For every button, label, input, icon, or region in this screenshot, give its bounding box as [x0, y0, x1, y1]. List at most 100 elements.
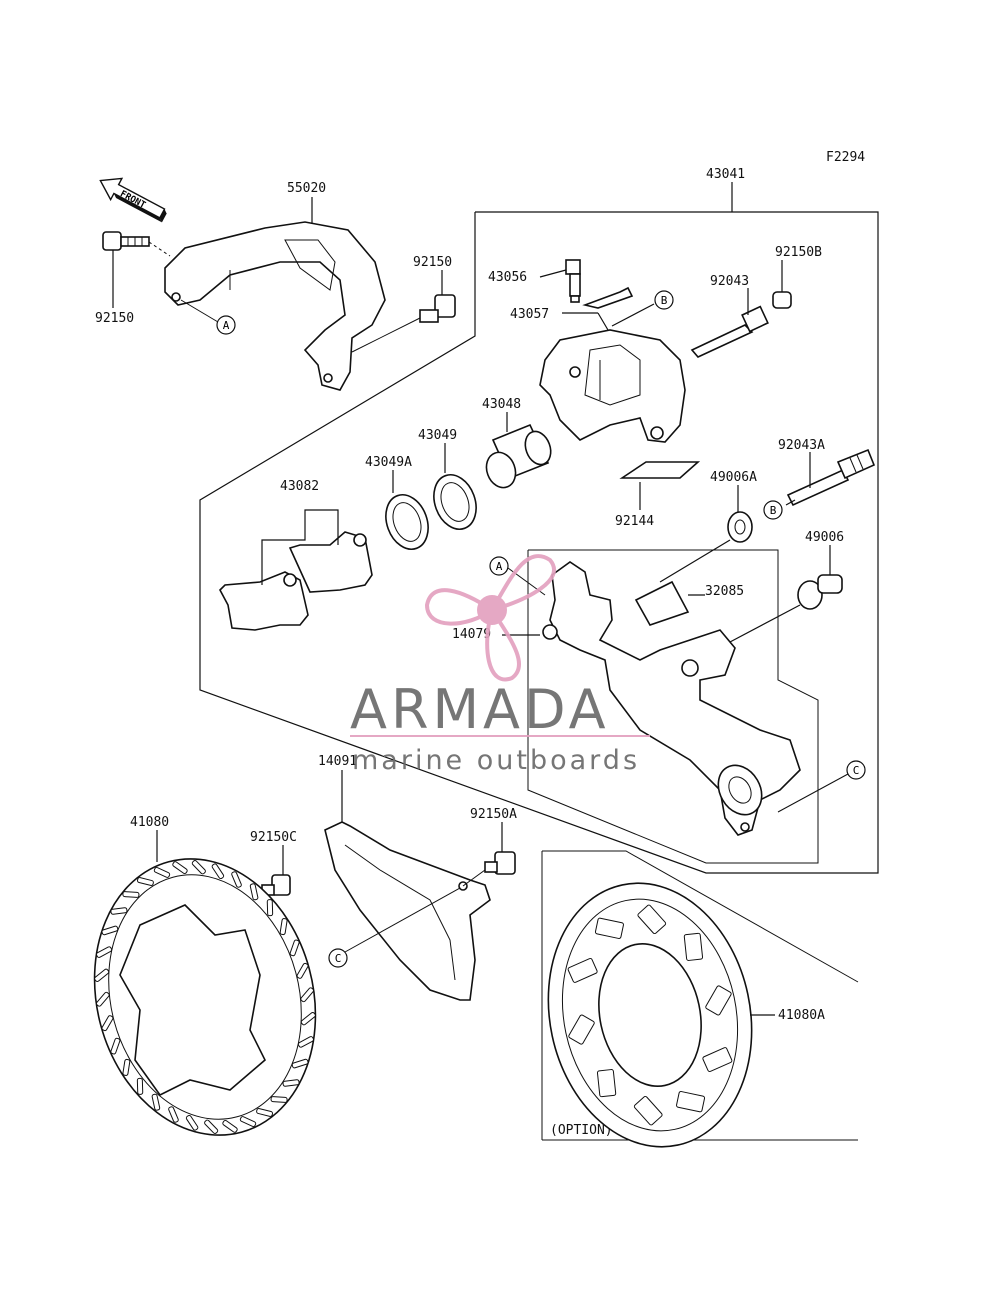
label-92150B: 92150B [775, 245, 822, 260]
guide-49006A [659, 539, 731, 583]
disc-hole [101, 925, 119, 936]
disc-hole [168, 1106, 179, 1123]
disc-hole [101, 1015, 114, 1032]
brake-pads-43082 [219, 531, 373, 631]
label-92144: 92144 [615, 514, 654, 529]
svg-text:A: A [496, 560, 503, 573]
leader-43082 [261, 509, 339, 585]
bolt-92150-mid [419, 294, 456, 323]
clip-43057 [582, 286, 634, 309]
boot-49006 [797, 574, 843, 610]
disc-hole [153, 866, 171, 878]
guide-92150-left [148, 241, 171, 257]
disc-hole [596, 1069, 617, 1098]
disc-hole [568, 1014, 595, 1045]
disc-hole [185, 1115, 199, 1131]
label-92150-mid: 92150 [413, 255, 452, 270]
pin-92043A [786, 448, 876, 507]
callout-b-top: B [654, 290, 674, 310]
disc-hole [282, 1079, 300, 1087]
disc-hole [151, 1093, 161, 1111]
disc-hole [702, 1047, 733, 1073]
label-92150A: 92150A [470, 807, 517, 822]
label-92043A: 92043A [778, 438, 825, 453]
label-41080: 41080 [130, 815, 169, 830]
brake-disc-41080 [93, 858, 317, 1136]
disc-hole [96, 946, 113, 958]
disc-hole [296, 962, 309, 979]
label-92150-left: 92150 [95, 311, 134, 326]
boot-49006A [727, 511, 753, 543]
label-55020: 55020 [287, 181, 326, 196]
spring-92144 [619, 461, 701, 479]
disc-hole [300, 987, 314, 1003]
label-41080A: 41080A [778, 1008, 825, 1023]
disc-hole [637, 904, 667, 935]
callout-c-left: C [328, 887, 461, 968]
svg-text:B: B [770, 504, 777, 517]
disc-hole [191, 860, 206, 875]
option-box-top [542, 850, 859, 983]
watermark-title: ARMADA [350, 678, 610, 741]
assembly-outline [199, 211, 879, 874]
label-32085: 32085 [705, 584, 744, 599]
callout-b-mid: B [763, 500, 783, 520]
disc-hole [122, 1058, 131, 1076]
bolt-92150-left [102, 231, 150, 251]
label-14091: 14091 [318, 754, 357, 769]
front-arrow-icon: FRONT [99, 177, 167, 223]
svg-text:A: A [223, 319, 230, 332]
disc-guard-14091 [324, 821, 491, 1001]
disc-hole [567, 957, 598, 983]
bolt-92150A [484, 851, 516, 875]
label-49006: 49006 [805, 530, 844, 545]
disc-hole [279, 918, 288, 936]
bleeder-43056 [565, 259, 581, 303]
label-43048: 43048 [482, 397, 521, 412]
disc-hole [633, 1095, 663, 1126]
disc-hole [211, 863, 225, 879]
disc-hole [594, 917, 624, 939]
disc-hole [110, 1037, 121, 1055]
label-43082: 43082 [280, 479, 319, 494]
disc-hole [122, 891, 140, 898]
disc-hole [270, 1096, 288, 1103]
seal-43049A [385, 494, 429, 550]
disc-hole [289, 939, 300, 957]
disc-hole [266, 899, 274, 917]
label-43057: 43057 [510, 307, 549, 322]
disc-hole [300, 1012, 316, 1026]
svg-text:B: B [661, 294, 668, 307]
callout-c-right: C [777, 760, 866, 813]
brake-disc-41080A [547, 882, 753, 1148]
label-43056: 43056 [488, 270, 527, 285]
label-43049A: 43049A [365, 455, 412, 470]
guide-49006 [729, 604, 801, 643]
label-49006A: 49006A [710, 470, 757, 485]
disc-holes [94, 860, 316, 1134]
callout-a-left: A [180, 299, 236, 335]
label-14079: 14079 [452, 627, 491, 642]
pin-92043 [690, 305, 769, 358]
piston-43048 [485, 423, 552, 489]
disc-hole [136, 1077, 144, 1095]
guide-92150-mid [351, 317, 421, 353]
disc-hole [96, 991, 110, 1007]
label-92150C: 92150C [250, 830, 297, 845]
caliper-bracket-14079 [542, 561, 801, 836]
disc-hole [94, 968, 110, 982]
watermark: ARMADA marine outboards [350, 554, 650, 776]
propeller-icon [424, 554, 556, 682]
disc-hole [291, 1058, 309, 1069]
guide-92150A [462, 869, 486, 887]
disc-hole [705, 985, 732, 1016]
label-92043: 92043 [710, 274, 749, 289]
disc-hole [231, 871, 242, 888]
leader-92043A-b [785, 499, 796, 506]
svg-text:C: C [335, 952, 342, 965]
figure-code: F2294 [826, 150, 865, 165]
disc-hole [249, 883, 259, 901]
disc-hole [110, 907, 128, 915]
